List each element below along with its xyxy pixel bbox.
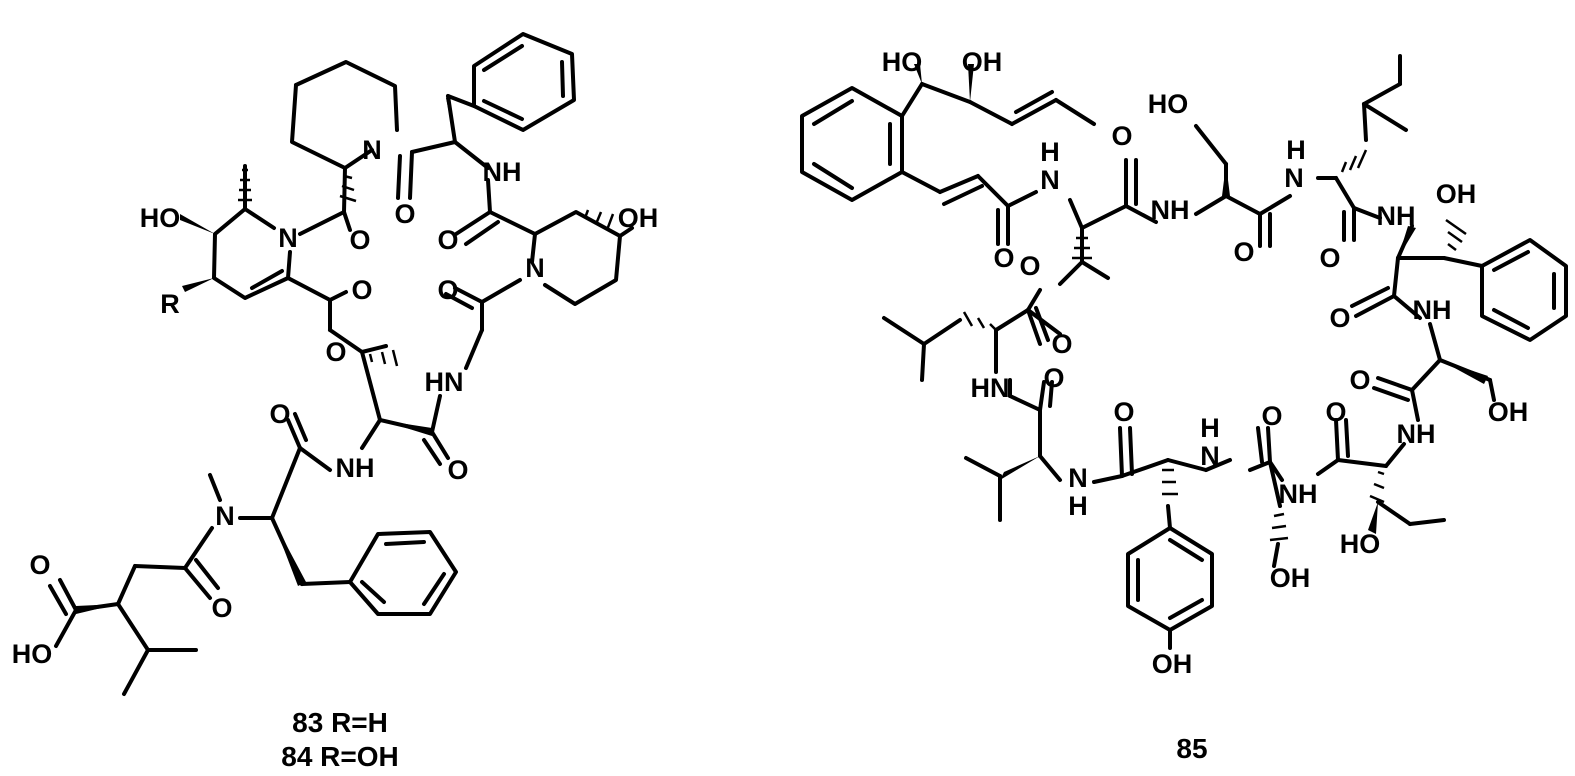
oxygen-atom: O: [437, 225, 458, 255]
nitrogen-atom: N: [278, 223, 298, 253]
nitrogen-atom: N: [215, 501, 235, 531]
ho-atom: HO: [12, 639, 53, 669]
nitrogen-atom: N: [1200, 441, 1220, 471]
hydrogen-atom: H: [1286, 135, 1306, 165]
nh-atom: NH: [483, 157, 522, 187]
nh-atom: NH: [1413, 295, 1452, 325]
hydrogen-atom: H: [1068, 491, 1088, 521]
hn-atom: HN: [971, 373, 1010, 403]
oxygen-atom: O: [1261, 401, 1282, 431]
benzene-ring-phenylserine: [1480, 238, 1568, 342]
nh-atom: NH: [1397, 419, 1436, 449]
structure-83-84: OH HO R N N NH O O O O N O O HN O NH O N…: [12, 32, 659, 772]
oxygen-atom: O: [1019, 251, 1040, 281]
nitrogen-atom: N: [1284, 163, 1304, 193]
oxygen-atom: O: [993, 243, 1014, 273]
oxygen-atom: O: [29, 550, 50, 580]
oxygen-atom: O: [1043, 363, 1064, 393]
compound-label-85: 85: [1176, 733, 1207, 764]
oxygen-atom: O: [1349, 365, 1370, 395]
oxygen-atom: O: [1233, 237, 1254, 267]
oxygen-atom: O: [437, 275, 458, 305]
oxygen-atom: O: [269, 399, 290, 429]
benzene-ring-tyrosine: [1126, 526, 1214, 632]
nitrogen-atom: N: [1040, 165, 1060, 195]
oxygen-atom: O: [1325, 397, 1346, 427]
oh-atom: OH: [1488, 397, 1529, 427]
r-group-atom: R: [160, 289, 180, 319]
nh-atom: NH: [1377, 201, 1416, 231]
compound-label-83: 83 R=H: [292, 707, 388, 738]
oxygen-atom: O: [394, 199, 415, 229]
piperidine-ring-lower: [530, 210, 622, 306]
hydrogen-atom: H: [1200, 413, 1220, 443]
oh-atom: OH: [962, 47, 1003, 77]
compound-label-84: 84 R=OH: [281, 741, 399, 772]
structure-85: HO OH HO O H N H N NH O O OH NH O O O O …: [800, 47, 1568, 764]
nh-atom: NH: [1279, 479, 1318, 509]
oxygen-atom: O: [447, 455, 468, 485]
hydrogen-atom: H: [1040, 137, 1060, 167]
oxygen-atom: O: [211, 593, 232, 623]
oxygen-atom: O: [1319, 243, 1340, 273]
nitrogen-atom: N: [362, 135, 382, 165]
piperidine-ring-top: [290, 60, 399, 170]
nh-atom: NH: [336, 453, 375, 483]
benzene-ring-right: [800, 86, 904, 202]
ho-atom: HO: [1340, 529, 1381, 559]
oh-atom: OH: [1270, 563, 1311, 593]
ho-atom: HO: [1148, 89, 1189, 119]
oh-atom: OH: [618, 203, 659, 233]
ho-atom: HO: [140, 203, 181, 233]
oxygen-atom: O: [1111, 121, 1132, 151]
oh-atom: OH: [1152, 649, 1193, 679]
oxygen-atom: O: [1051, 329, 1072, 359]
oxygen-atom: O: [1329, 303, 1350, 333]
oxygen-atom: O: [1113, 397, 1134, 427]
oh-atom: OH: [1436, 179, 1477, 209]
nitrogen-atom: N: [1068, 463, 1088, 493]
nh-atom: NH: [1151, 195, 1190, 225]
hn-atom: HN: [425, 367, 464, 397]
oxygen-atom: O: [349, 225, 370, 255]
ho-atom: HO: [882, 47, 923, 77]
benzene-ring-top: [472, 32, 576, 132]
oxygen-atom: O: [325, 337, 346, 367]
oxygen-atom: O: [351, 275, 372, 305]
nitrogen-atom: N: [525, 253, 545, 283]
benzene-ring-lower: [348, 530, 458, 616]
